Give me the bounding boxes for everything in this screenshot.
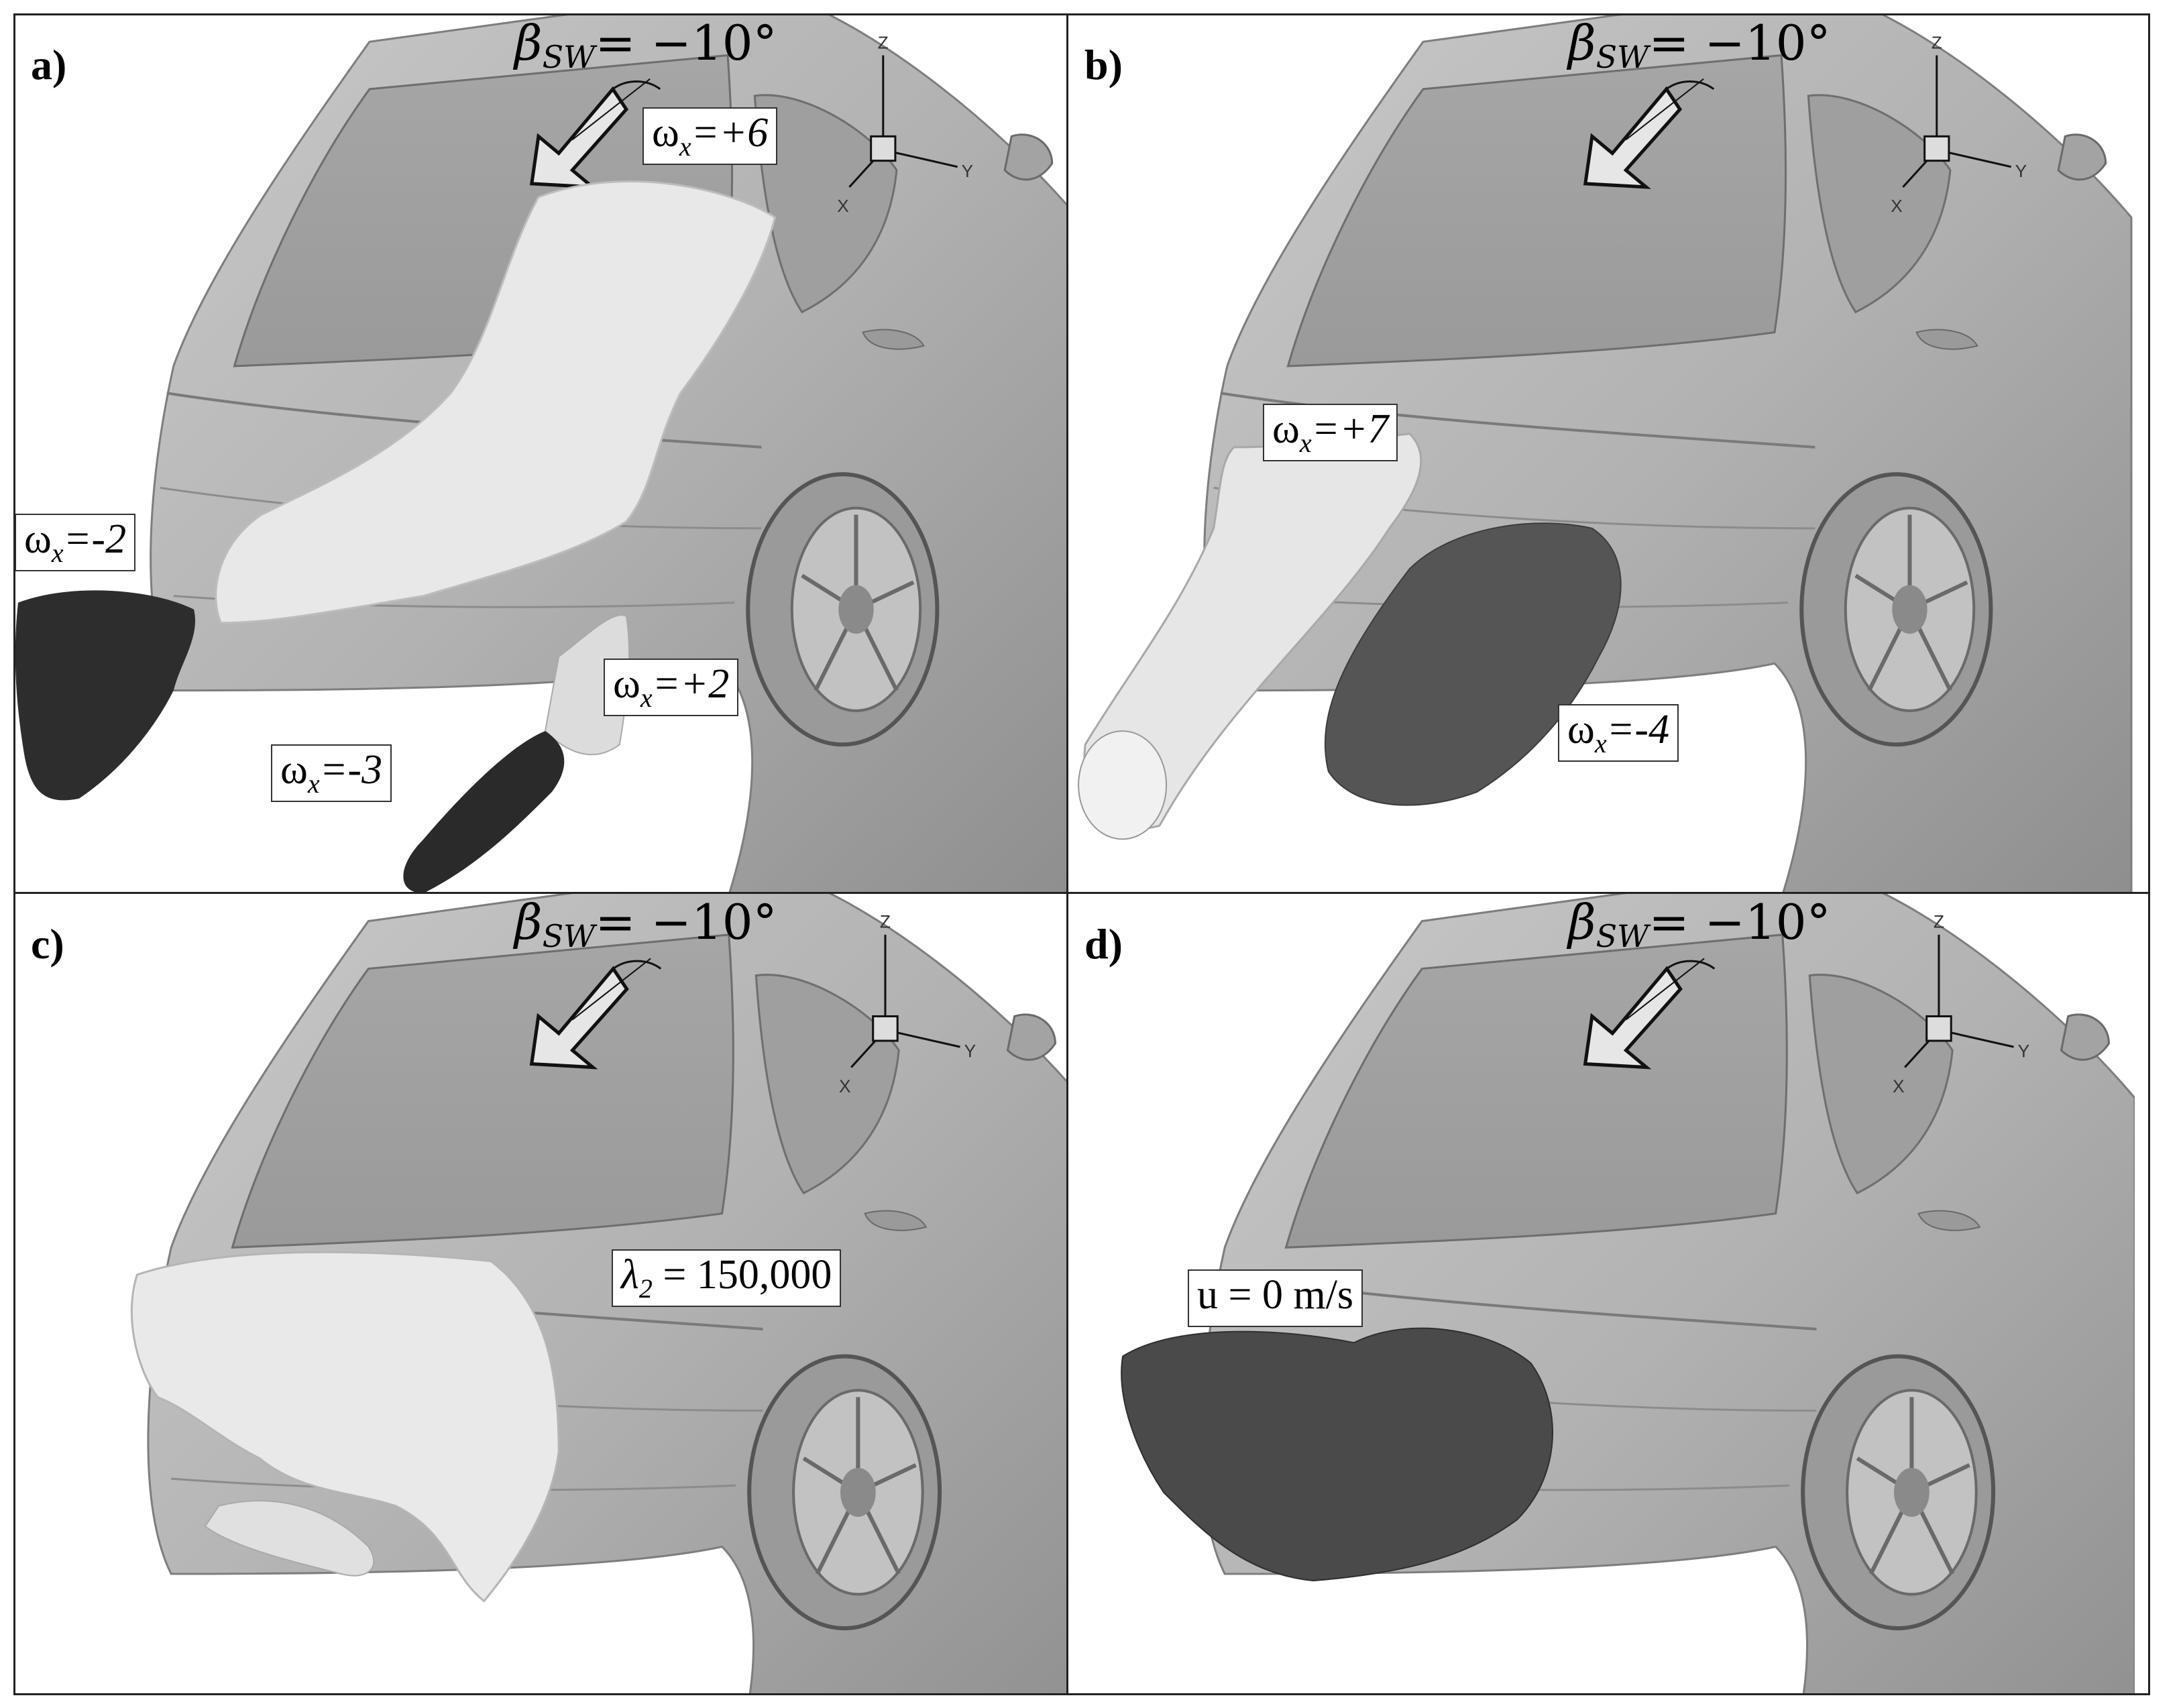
isosurface-positive-7	[1083, 433, 1422, 830]
panel-b: b) βSW= −10° ωx=+7 ωx=-4	[1068, 15, 2149, 892]
isosurface-positive-6	[215, 180, 777, 624]
sideslip-angle-label: βSW= −10°	[1568, 15, 1831, 75]
panel-b-scene	[1078, 15, 2135, 892]
beta-symbol: β	[514, 15, 543, 71]
tube-end-cap	[1078, 730, 1168, 840]
iso-tag-omega-plus7: ωx=+7	[1263, 404, 1398, 461]
panel-d: d) βSW= −10° u = 0 m/s	[1068, 894, 2149, 1693]
isosurface-negative-2	[15, 590, 196, 801]
horizontal-divider	[13, 892, 2150, 894]
panel-label: b)	[1084, 41, 1123, 89]
panel-c: c) βSW= −10° λ2 = 150,000	[15, 894, 1066, 1693]
isosurface-negative-3	[403, 731, 565, 892]
iso-tag-velocity: u = 0 m/s	[1188, 1269, 1363, 1327]
iso-tag-omega-plus6: ωx=+6	[642, 107, 778, 165]
panel-a: a) βSW= −10° ωx=+6 ωx=-2 ωx=+2 ωx=-3	[15, 15, 1066, 892]
iso-tag-omega-minus3: ωx=-3	[271, 744, 392, 802]
vertical-divider	[1066, 13, 1068, 1695]
panel-label: a)	[31, 41, 67, 89]
iso-tag-omega-plus2: ωx=+2	[604, 659, 739, 716]
sideslip-angle-label: βSW= −10°	[1568, 894, 1831, 954]
isosurface-negative-4	[1324, 522, 1622, 806]
sideslip-angle-label: βSW= −10°	[514, 894, 777, 954]
iso-tag-lambda2: λ2 = 150,000	[612, 1249, 842, 1307]
beta-subscript: SW	[542, 39, 596, 75]
isosurface-lambda2	[130, 1251, 560, 1603]
sideslip-angle-label: βSW= −10°	[514, 15, 777, 75]
isosurface-zero-velocity	[1121, 1327, 1553, 1582]
panel-a-scene	[15, 15, 1066, 892]
beta-value: = −10°	[595, 15, 777, 71]
panel-d-scene	[1121, 894, 2135, 1693]
panel-c-scene	[130, 894, 1066, 1693]
iso-tag-omega-minus4: ωx=-4	[1558, 704, 1679, 762]
iso-tag-omega-minus2: ωx=-2	[15, 514, 136, 571]
panel-label: c)	[31, 920, 64, 968]
panel-label: d)	[1084, 920, 1123, 968]
isosurface-lambda2-lower	[204, 1500, 375, 1577]
